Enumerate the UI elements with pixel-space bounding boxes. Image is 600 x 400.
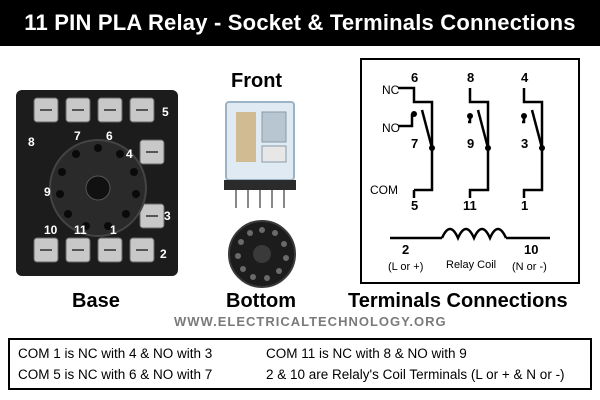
group2-nc-pin: 8 xyxy=(467,70,474,85)
coil-left-note: (L or +) xyxy=(388,261,423,273)
base-label: Base xyxy=(72,290,120,312)
notes-box: COM 1 is NC with 4 & NO with 3 COM 11 is… xyxy=(8,338,592,390)
page-title: 11 PIN PLA Relay - Socket & Terminals Co… xyxy=(0,0,600,46)
group3-com-pin: 1 xyxy=(521,198,528,213)
socket-pin-10: 10 xyxy=(44,223,58,237)
terminals-diagram: NC NO COM 6 8 4 7 9 3 5 11 1 xyxy=(360,58,580,284)
group2-com-pin: 11 xyxy=(463,198,477,213)
watermark: WWW.ELECTRICALTECHNOLOGY.ORG xyxy=(174,314,447,329)
relay-bottom-image xyxy=(228,220,296,288)
note-com5: COM 5 is NC with 6 & NO with 7 xyxy=(18,367,213,382)
no-label: NO xyxy=(382,121,400,135)
socket-pin-7: 7 xyxy=(74,129,81,143)
relay-front-image xyxy=(224,101,296,208)
socket-base-image: 8 7 6 5 4 9 3 10 11 1 2 xyxy=(16,90,178,276)
terminals-label: Terminals Connections xyxy=(348,290,568,312)
group3-no-pin: 3 xyxy=(521,136,528,151)
group1-no-pin: 7 xyxy=(411,136,418,151)
socket-pin-1: 1 xyxy=(110,223,117,237)
note-com11: COM 11 is NC with 8 & NO with 9 xyxy=(266,346,467,361)
group3-nc-pin: 4 xyxy=(521,70,529,85)
socket-pin-4: 4 xyxy=(126,147,133,161)
group1-com-pin: 5 xyxy=(411,198,418,213)
nc-label: NC xyxy=(382,83,400,97)
coil-label: Relay Coil xyxy=(446,259,496,271)
note-coil: 2 & 10 are Relaly's Coil Terminals (L or… xyxy=(266,367,565,382)
socket-pin-5: 5 xyxy=(162,105,169,119)
front-label: Front xyxy=(231,70,283,92)
socket-pin-6: 6 xyxy=(106,129,113,143)
socket-pin-3: 3 xyxy=(164,209,171,223)
com-label: COM xyxy=(370,183,398,197)
group1-nc-pin: 6 xyxy=(411,70,418,85)
socket-pin-2: 2 xyxy=(160,247,167,261)
coil-right-note: (N or -) xyxy=(512,261,547,273)
socket-pin-9: 9 xyxy=(44,185,51,199)
socket-pin-8: 8 xyxy=(28,135,35,149)
group2-no-pin: 9 xyxy=(467,136,474,151)
coil-right-pin: 10 xyxy=(524,242,538,257)
socket-pin-11: 11 xyxy=(74,223,87,237)
bottom-label: Bottom xyxy=(226,290,296,312)
coil-left-pin: 2 xyxy=(402,242,409,257)
note-com1: COM 1 is NC with 4 & NO with 3 xyxy=(18,346,213,361)
